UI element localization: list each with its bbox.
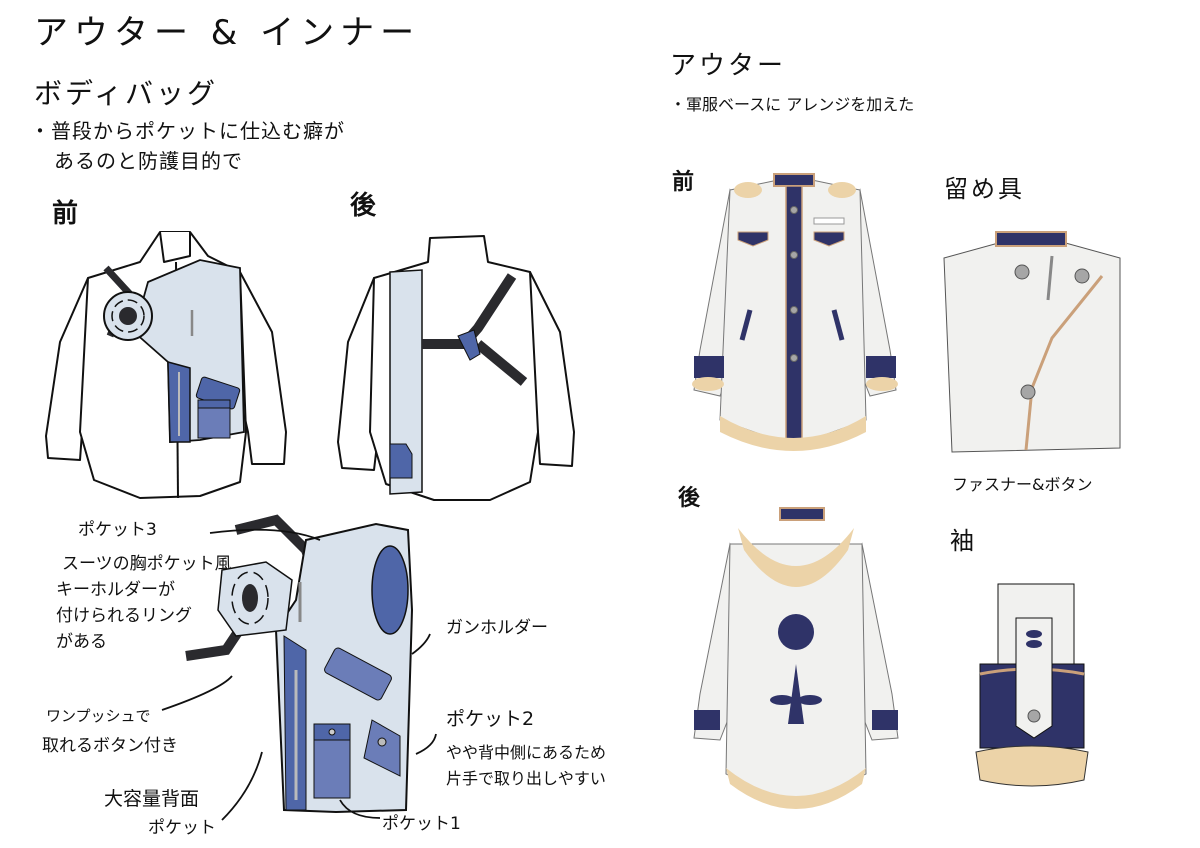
bodybag-front-illustration <box>45 231 287 499</box>
bodybag-description-line-2: あるのと防護目的で <box>54 149 243 173</box>
callout-leader-lines <box>161 528 437 821</box>
bodybag-description-line-1: ・普段からポケットに仕込む癖が <box>30 119 345 143</box>
fastener-detail-illustration <box>943 231 1121 453</box>
bodybag-detail-illustration <box>185 514 414 814</box>
callout-gunholder: ガンホルダー <box>446 618 548 638</box>
outer-front-label: 前 <box>672 170 695 195</box>
sleeve-label: 袖 <box>950 527 977 555</box>
fastener-label: 留め具 <box>944 175 1025 203</box>
section-heading-bodybag: ボディバッグ <box>34 77 219 110</box>
page-title: アウター & インナー <box>34 13 421 53</box>
callout-pocket3-line3: 付けられるリング <box>56 606 192 626</box>
bodybag-back-illustration <box>337 235 575 501</box>
callout-pocket2-line1: やや背中側にあるため <box>446 743 607 762</box>
callout-onepush-line1: ワンプッシュで <box>46 707 151 725</box>
outer-description: ・軍服ベースに アレンジを加えた <box>670 95 915 114</box>
outer-back-label: 後 <box>678 486 701 511</box>
callout-onepush-line2: 取れるボタン付き <box>42 736 178 756</box>
bodybag-front-label: 前 <box>52 199 79 229</box>
callout-back-pocket-line1: 大容量背面 <box>104 788 200 810</box>
outer-coat-front-illustration <box>692 173 898 451</box>
bodybag-back-label: 後 <box>350 191 377 221</box>
fastener-caption: ファスナー&ボタン <box>952 475 1093 494</box>
callout-pocket3-title: ポケット3 <box>78 520 157 540</box>
callout-pocket2-line2: 片手で取り出しやすい <box>446 769 606 788</box>
section-heading-outer: アウター <box>670 51 787 81</box>
callout-pocket3-line1: スーツの胸ポケット風 <box>62 554 232 574</box>
callout-back-pocket-line2: ポケット <box>148 818 216 838</box>
outer-coat-back-illustration <box>693 507 899 809</box>
callout-pocket3-line2: キーホルダーが <box>56 580 175 600</box>
callout-pocket1: ポケット1 <box>382 814 461 834</box>
callout-pocket2-title: ポケット2 <box>446 708 535 730</box>
sleeve-detail-illustration <box>975 583 1089 787</box>
callout-pocket3-line4: がある <box>56 632 107 652</box>
